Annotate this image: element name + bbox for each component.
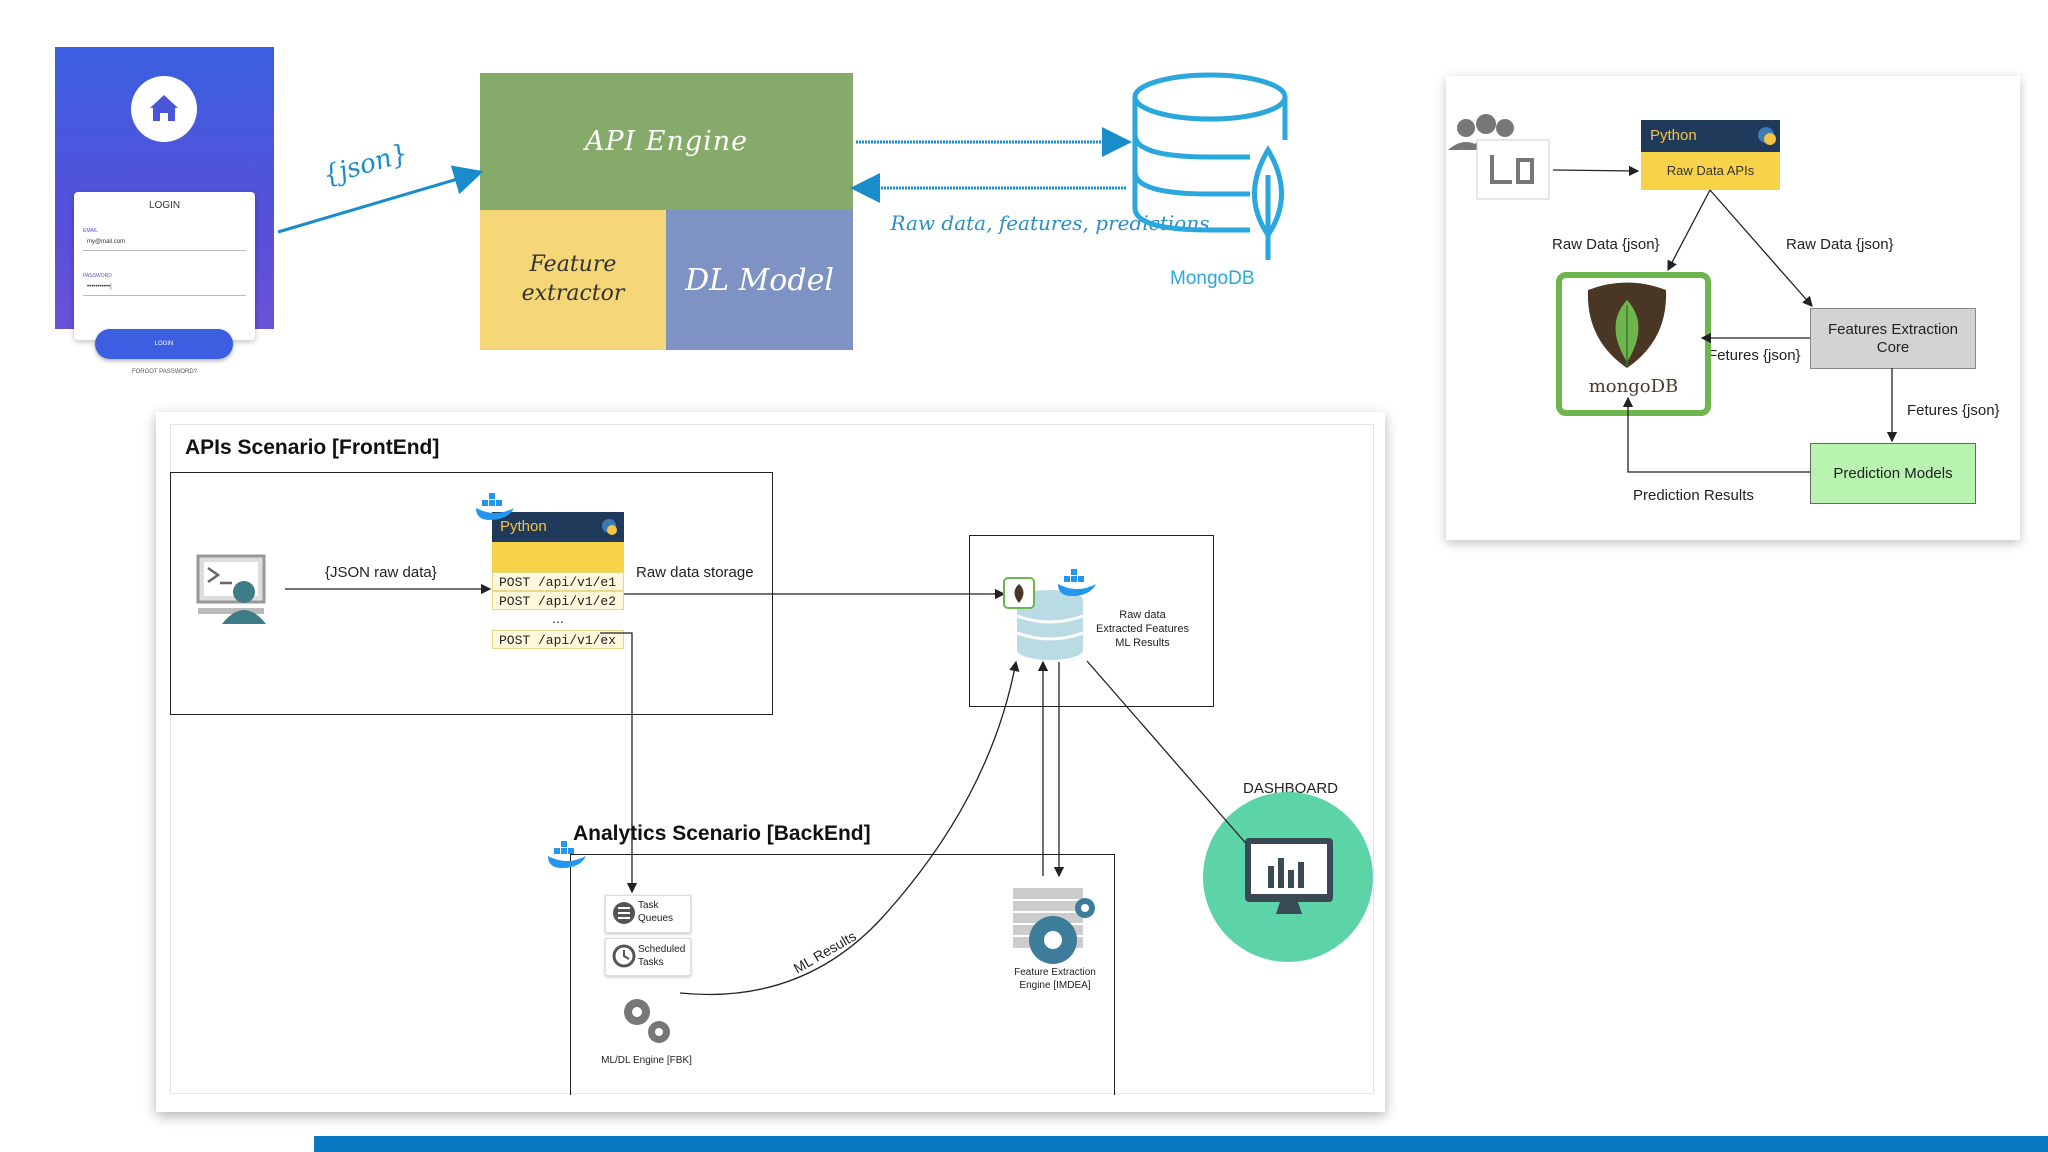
gear-icon <box>624 999 670 1043</box>
python-yellow-band <box>492 542 624 572</box>
mongodb-logo-text: mongoDB <box>1588 376 1679 397</box>
endpoint-ellipsis: ... <box>552 610 564 626</box>
raw-data-json-right-label: Raw Data {json} <box>1786 236 1894 253</box>
feature-extraction-engine-label: Feature Extraction Engine [IMDEA] <box>1014 967 1096 991</box>
password-label: PASSWORD <box>83 273 112 279</box>
clock-icon <box>612 944 636 968</box>
mongodb-label: MongoDB <box>1170 268 1255 289</box>
raw-data-apis-label: Raw Data APIs <box>1641 152 1780 190</box>
db-ml-results-label: ML Results <box>1115 637 1170 649</box>
computer-icon <box>1476 139 1550 200</box>
docker-icon <box>476 493 514 520</box>
mongodb-leaf-icon <box>1587 282 1667 368</box>
analytics-scenario-title: Analytics Scenario [BackEnd] <box>573 822 871 845</box>
mldl-engine-label: ML/DL Engine [FBK] <box>601 1055 692 1066</box>
python-api-box: Python POST /api/v1/e1 POST /api/v1/e2 .… <box>492 512 624 649</box>
dl-model-block: DL Model <box>666 210 853 350</box>
json-raw-data-label: {JSON raw data} <box>325 564 437 581</box>
json-arrow <box>277 165 484 234</box>
feature-engine-gear-icon <box>1013 888 1095 964</box>
database-stack-icon <box>1003 577 1084 660</box>
home-icon <box>131 76 197 142</box>
database-icon <box>1132 72 1288 233</box>
footer-blue-bar <box>314 1136 2048 1152</box>
python-header: Python <box>1641 120 1780 152</box>
raw-data-json-left-label: Raw Data {json} <box>1552 236 1660 253</box>
scheduled-tasks-box <box>605 938 691 976</box>
prediction-models-box: Prediction Models <box>1810 443 1976 504</box>
docker-icon-backend <box>548 841 586 868</box>
fetures-json-left-label: Fetures {json} <box>1708 347 1801 364</box>
forgot-password-link[interactable]: FORGOT PASSWORD? <box>131 369 198 375</box>
password-field[interactable]: •••••••••••| <box>87 284 112 290</box>
feature-extractor-block: Feature extractor <box>480 210 666 350</box>
apis-scenario-title: APIs Scenario [FrontEnd] <box>185 436 440 459</box>
python-icon-bottom <box>602 519 617 535</box>
login-title: LOGIN <box>148 200 181 211</box>
email-label: EMAIL <box>83 228 99 234</box>
login-card: LOGIN EMAIL my@mail.com PASSWORD •••••••… <box>74 192 255 340</box>
phone-login-mockup: LOGIN EMAIL my@mail.com PASSWORD •••••••… <box>55 47 274 405</box>
db-raw-data-label: Raw data <box>1119 609 1166 621</box>
raw-data-storage-label: Raw data storage <box>636 564 754 581</box>
post-endpoint-e2: POST /api/v1/e2 <box>492 591 624 610</box>
task-queues-label: Task Queues <box>638 900 674 924</box>
leaf-icon <box>1252 145 1284 260</box>
password-underline <box>83 295 246 296</box>
prediction-results-label: Prediction Results <box>1633 487 1754 504</box>
login-button[interactable]: LOGIN <box>95 329 233 359</box>
bottom-architecture-panel <box>156 412 1385 1112</box>
python-raw-data-apis-box: Python Raw Data APIs <box>1641 120 1780 190</box>
post-endpoint-ex: POST /api/v1/ex <box>492 630 624 649</box>
python-header-bottom: Python <box>492 512 624 542</box>
scheduled-tasks-label: Scheduled Tasks <box>638 944 686 968</box>
dashboard-label: DASHBOARD <box>1243 780 1339 797</box>
features-extraction-core-box: Features Extraction Core <box>1810 308 1976 369</box>
terminal-user-icon <box>196 554 266 624</box>
python-icon <box>1758 127 1776 145</box>
database-box <box>969 535 1214 707</box>
post-endpoint-e1: POST /api/v1/e1 <box>492 572 624 591</box>
api-engine-block: API Engine <box>480 73 853 210</box>
backend-box <box>570 854 1115 1095</box>
bottom-panel-frame <box>170 424 1374 1094</box>
email-field[interactable]: my@mail.com <box>87 239 126 245</box>
list-icon <box>613 902 635 924</box>
db-extracted-features-label: Extracted Features <box>1096 623 1189 635</box>
fetures-json-down-label: Fetures {json} <box>1907 402 2000 419</box>
monitor-chart-icon <box>1245 838 1333 914</box>
docker-icon-db <box>1058 569 1096 596</box>
email-underline <box>83 250 246 251</box>
